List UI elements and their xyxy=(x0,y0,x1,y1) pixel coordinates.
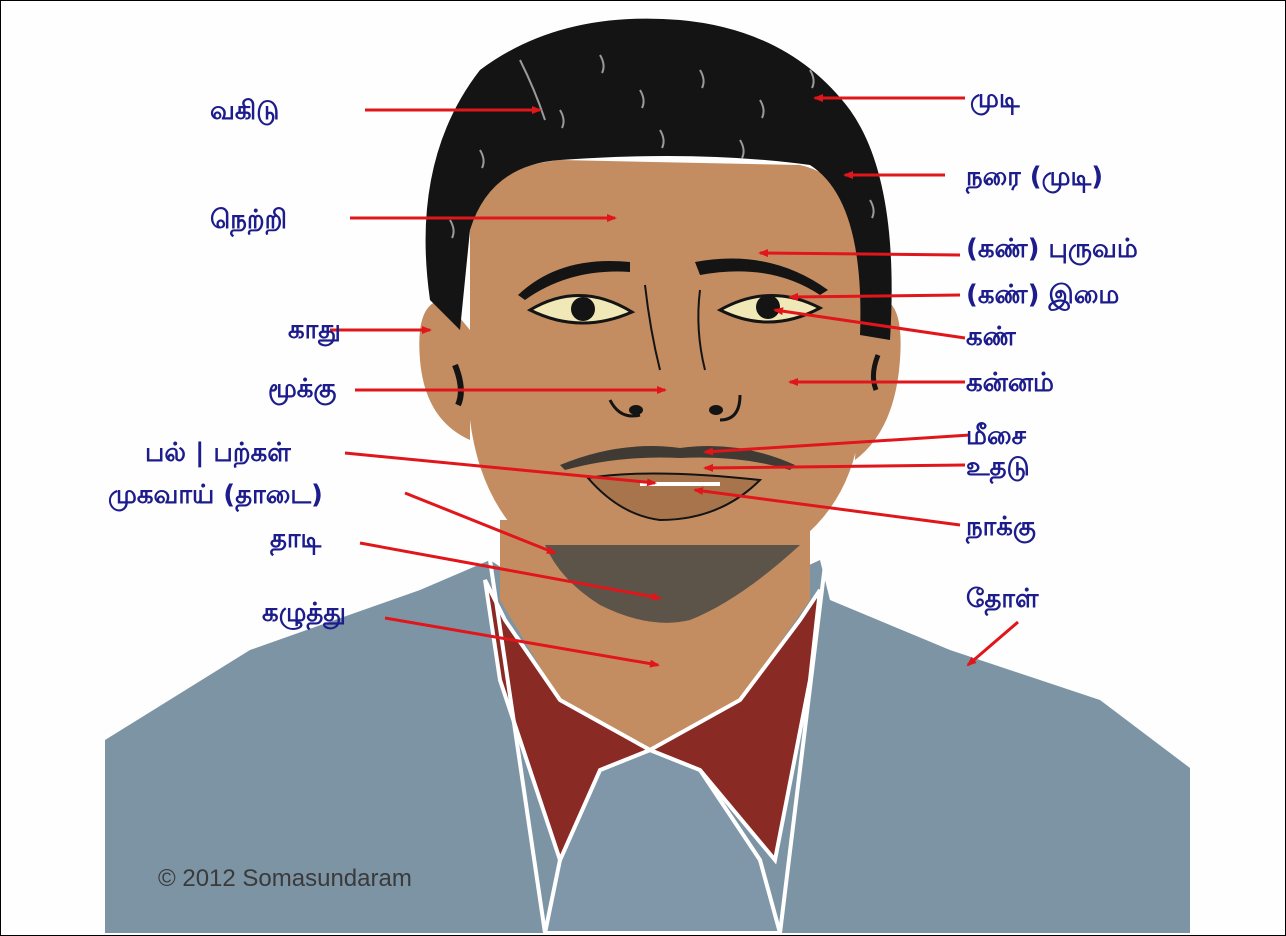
label-mugavaai: முகவாய் (தாடை) xyxy=(108,480,323,510)
label-meesai: மீசை xyxy=(966,421,1026,451)
label-mookku: மூக்கு xyxy=(268,374,336,404)
ear-left xyxy=(419,300,470,440)
label-uthadu: உதடு xyxy=(966,452,1030,482)
label-thol: தோள் xyxy=(966,584,1038,614)
label-kazhuthu: கழுத்து xyxy=(262,598,346,628)
label-kaathu: காது xyxy=(288,315,341,345)
copyright-text: © 2012 Somasundaram xyxy=(158,865,412,893)
label-vakidu: வகிடு xyxy=(210,96,279,126)
label-pal: பல் | பற்கள் xyxy=(145,438,291,468)
label-thaadi: தாடி xyxy=(270,524,321,554)
label-kan: கண் xyxy=(966,322,1016,352)
label-naakku: நாக்கு xyxy=(966,512,1036,542)
label-imai: (கண்) இமை xyxy=(966,280,1119,310)
label-puruvam: (கண்) புருவம் xyxy=(966,234,1138,264)
face xyxy=(470,160,865,590)
label-narai: நரை (முடி) xyxy=(966,162,1103,192)
label-kannam: கன்னம் xyxy=(966,368,1054,398)
label-netri: நெற்றி xyxy=(210,205,287,235)
label-mudi: முடி xyxy=(970,84,1020,114)
